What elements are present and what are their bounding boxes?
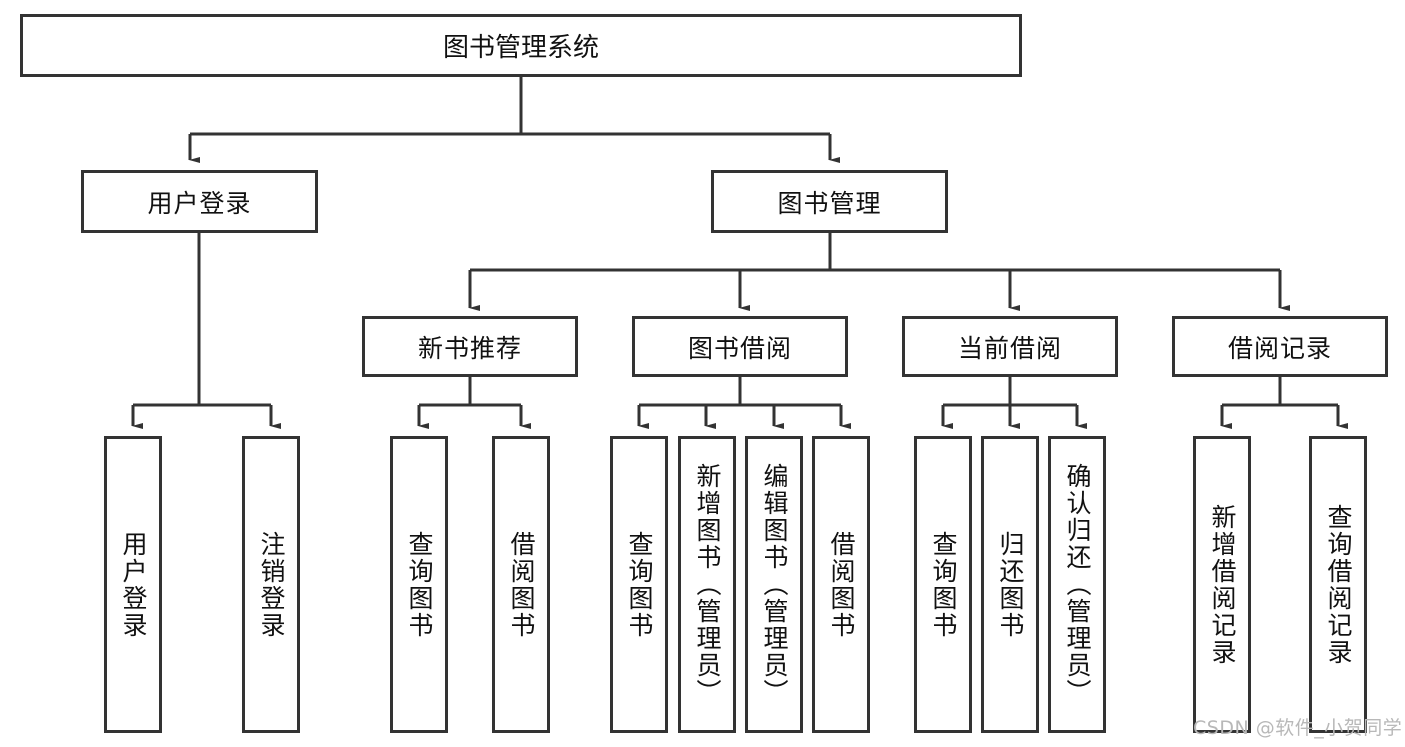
leaf-book-borrow-add[interactable]: 新增图书（管理员） [678,436,736,733]
node-label: 新增借阅记录 [1208,503,1237,666]
leaf-book-borrow-borrow[interactable]: 借阅图书 [812,436,870,733]
node-label: 归还图书 [996,530,1025,639]
node-label: 图书借阅 [687,333,792,363]
node-label: 编辑图书（管理员） [760,463,789,706]
node-label: 注销登录 [257,530,286,639]
node-label: 图书管理 [777,188,882,218]
leaf-current-borrow-query[interactable]: 查询图书 [914,436,972,733]
node-label: 当前借阅 [957,333,1062,363]
node-label: 图书管理系统 [442,33,599,63]
node-label: 查询图书 [405,530,434,639]
node-label: 确认归还（管理员） [1063,463,1092,706]
node-book-borrow[interactable]: 图书借阅 [632,316,848,377]
node-label: 新书推荐 [417,333,522,363]
leaf-new-book-borrow[interactable]: 借阅图书 [492,436,550,733]
node-label: 用户登录 [147,188,252,218]
node-new-book-recommend[interactable]: 新书推荐 [362,316,578,377]
node-user-login[interactable]: 用户登录 [81,170,318,233]
node-book-management[interactable]: 图书管理 [711,170,948,233]
node-label: 查询借阅记录 [1324,503,1353,666]
leaf-borrow-record-query[interactable]: 查询借阅记录 [1309,436,1367,733]
node-current-borrow[interactable]: 当前借阅 [902,316,1118,377]
node-label: 查询图书 [625,530,654,639]
leaf-current-borrow-confirm-return[interactable]: 确认归还（管理员） [1048,436,1106,733]
leaf-new-book-query[interactable]: 查询图书 [390,436,448,733]
node-root-system[interactable]: 图书管理系统 [20,14,1022,77]
leaf-borrow-record-add[interactable]: 新增借阅记录 [1193,436,1251,733]
node-label: 用户登录 [119,530,148,639]
leaf-user-login-logout[interactable]: 注销登录 [242,436,300,733]
node-label: 新增图书（管理员） [693,463,722,706]
csdn-watermark: CSDN @软件_小贺同学 [1193,717,1403,739]
leaf-current-borrow-return[interactable]: 归还图书 [981,436,1039,733]
node-label: 查询图书 [929,530,958,639]
node-borrow-record[interactable]: 借阅记录 [1172,316,1388,377]
leaf-book-borrow-query[interactable]: 查询图书 [610,436,668,733]
node-label: 借阅记录 [1227,333,1332,363]
leaf-user-login-login[interactable]: 用户登录 [104,436,162,733]
node-label: 借阅图书 [507,530,536,639]
node-label: 借阅图书 [827,530,856,639]
leaf-book-borrow-edit[interactable]: 编辑图书（管理员） [745,436,803,733]
